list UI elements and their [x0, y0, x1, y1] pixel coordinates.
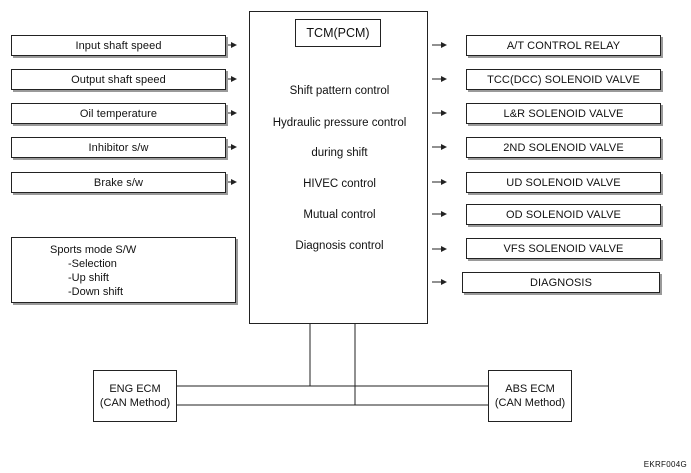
input-box-sports-mode-switch: Sports mode S/W -Selection -Up shift -Do… [11, 237, 236, 303]
abs-ecm-box: ABS ECM (CAN Method) [488, 370, 572, 422]
sports-mode-item: -Selection [68, 258, 117, 270]
output-box-od-solenoid-valve: OD SOLENOID VALVE [466, 204, 661, 225]
sports-mode-title: Sports mode S/W [50, 244, 137, 256]
tcm-function: Hydraulic pressure control [272, 117, 407, 129]
output-box-lr-solenoid-valve: L&R SOLENOID VALVE [466, 103, 661, 124]
input-box-output-shaft-speed: Output shaft speed [11, 69, 226, 90]
abs-ecm-label: ABS ECM [505, 383, 555, 395]
tcm-function: Mutual control [303, 209, 376, 221]
eng-ecm-label: ENG ECM [109, 383, 161, 395]
figure-code: EKRF004G [643, 460, 687, 469]
sports-mode-item: -Up shift [68, 272, 109, 284]
input-box-input-shaft-speed: Input shaft speed [11, 35, 226, 56]
output-box-at-control-relay: A/T CONTROL RELAY [466, 35, 661, 56]
input-box-brake-switch: Brake s/w [11, 172, 226, 193]
tcm-function: during shift [311, 147, 368, 159]
output-box-tcc-solenoid-valve: TCC(DCC) SOLENOID VALVE [466, 69, 661, 90]
output-box-vfs-solenoid-valve: VFS SOLENOID VALVE [466, 238, 661, 259]
tcm-function: Diagnosis control [295, 240, 384, 252]
tcm-title: TCM(PCM) [295, 19, 381, 47]
tcm-function: HIVEC control [303, 178, 376, 190]
input-box-oil-temperature: Oil temperature [11, 103, 226, 124]
input-box-inhibitor-switch: Inhibitor s/w [11, 137, 226, 158]
abs-ecm-method: (CAN Method) [494, 397, 566, 409]
sports-mode-item: -Down shift [68, 286, 124, 298]
tcm-block: TCM(PCM) Shift pattern control Hydraulic… [249, 11, 428, 324]
output-box-2nd-solenoid-valve: 2ND SOLENOID VALVE [466, 137, 661, 158]
eng-ecm-box: ENG ECM (CAN Method) [93, 370, 177, 422]
output-box-ud-solenoid-valve: UD SOLENOID VALVE [466, 172, 661, 193]
tcm-function: Shift pattern control [289, 85, 390, 97]
output-box-diagnosis: DIAGNOSIS [462, 272, 660, 293]
eng-ecm-method: (CAN Method) [99, 397, 171, 409]
